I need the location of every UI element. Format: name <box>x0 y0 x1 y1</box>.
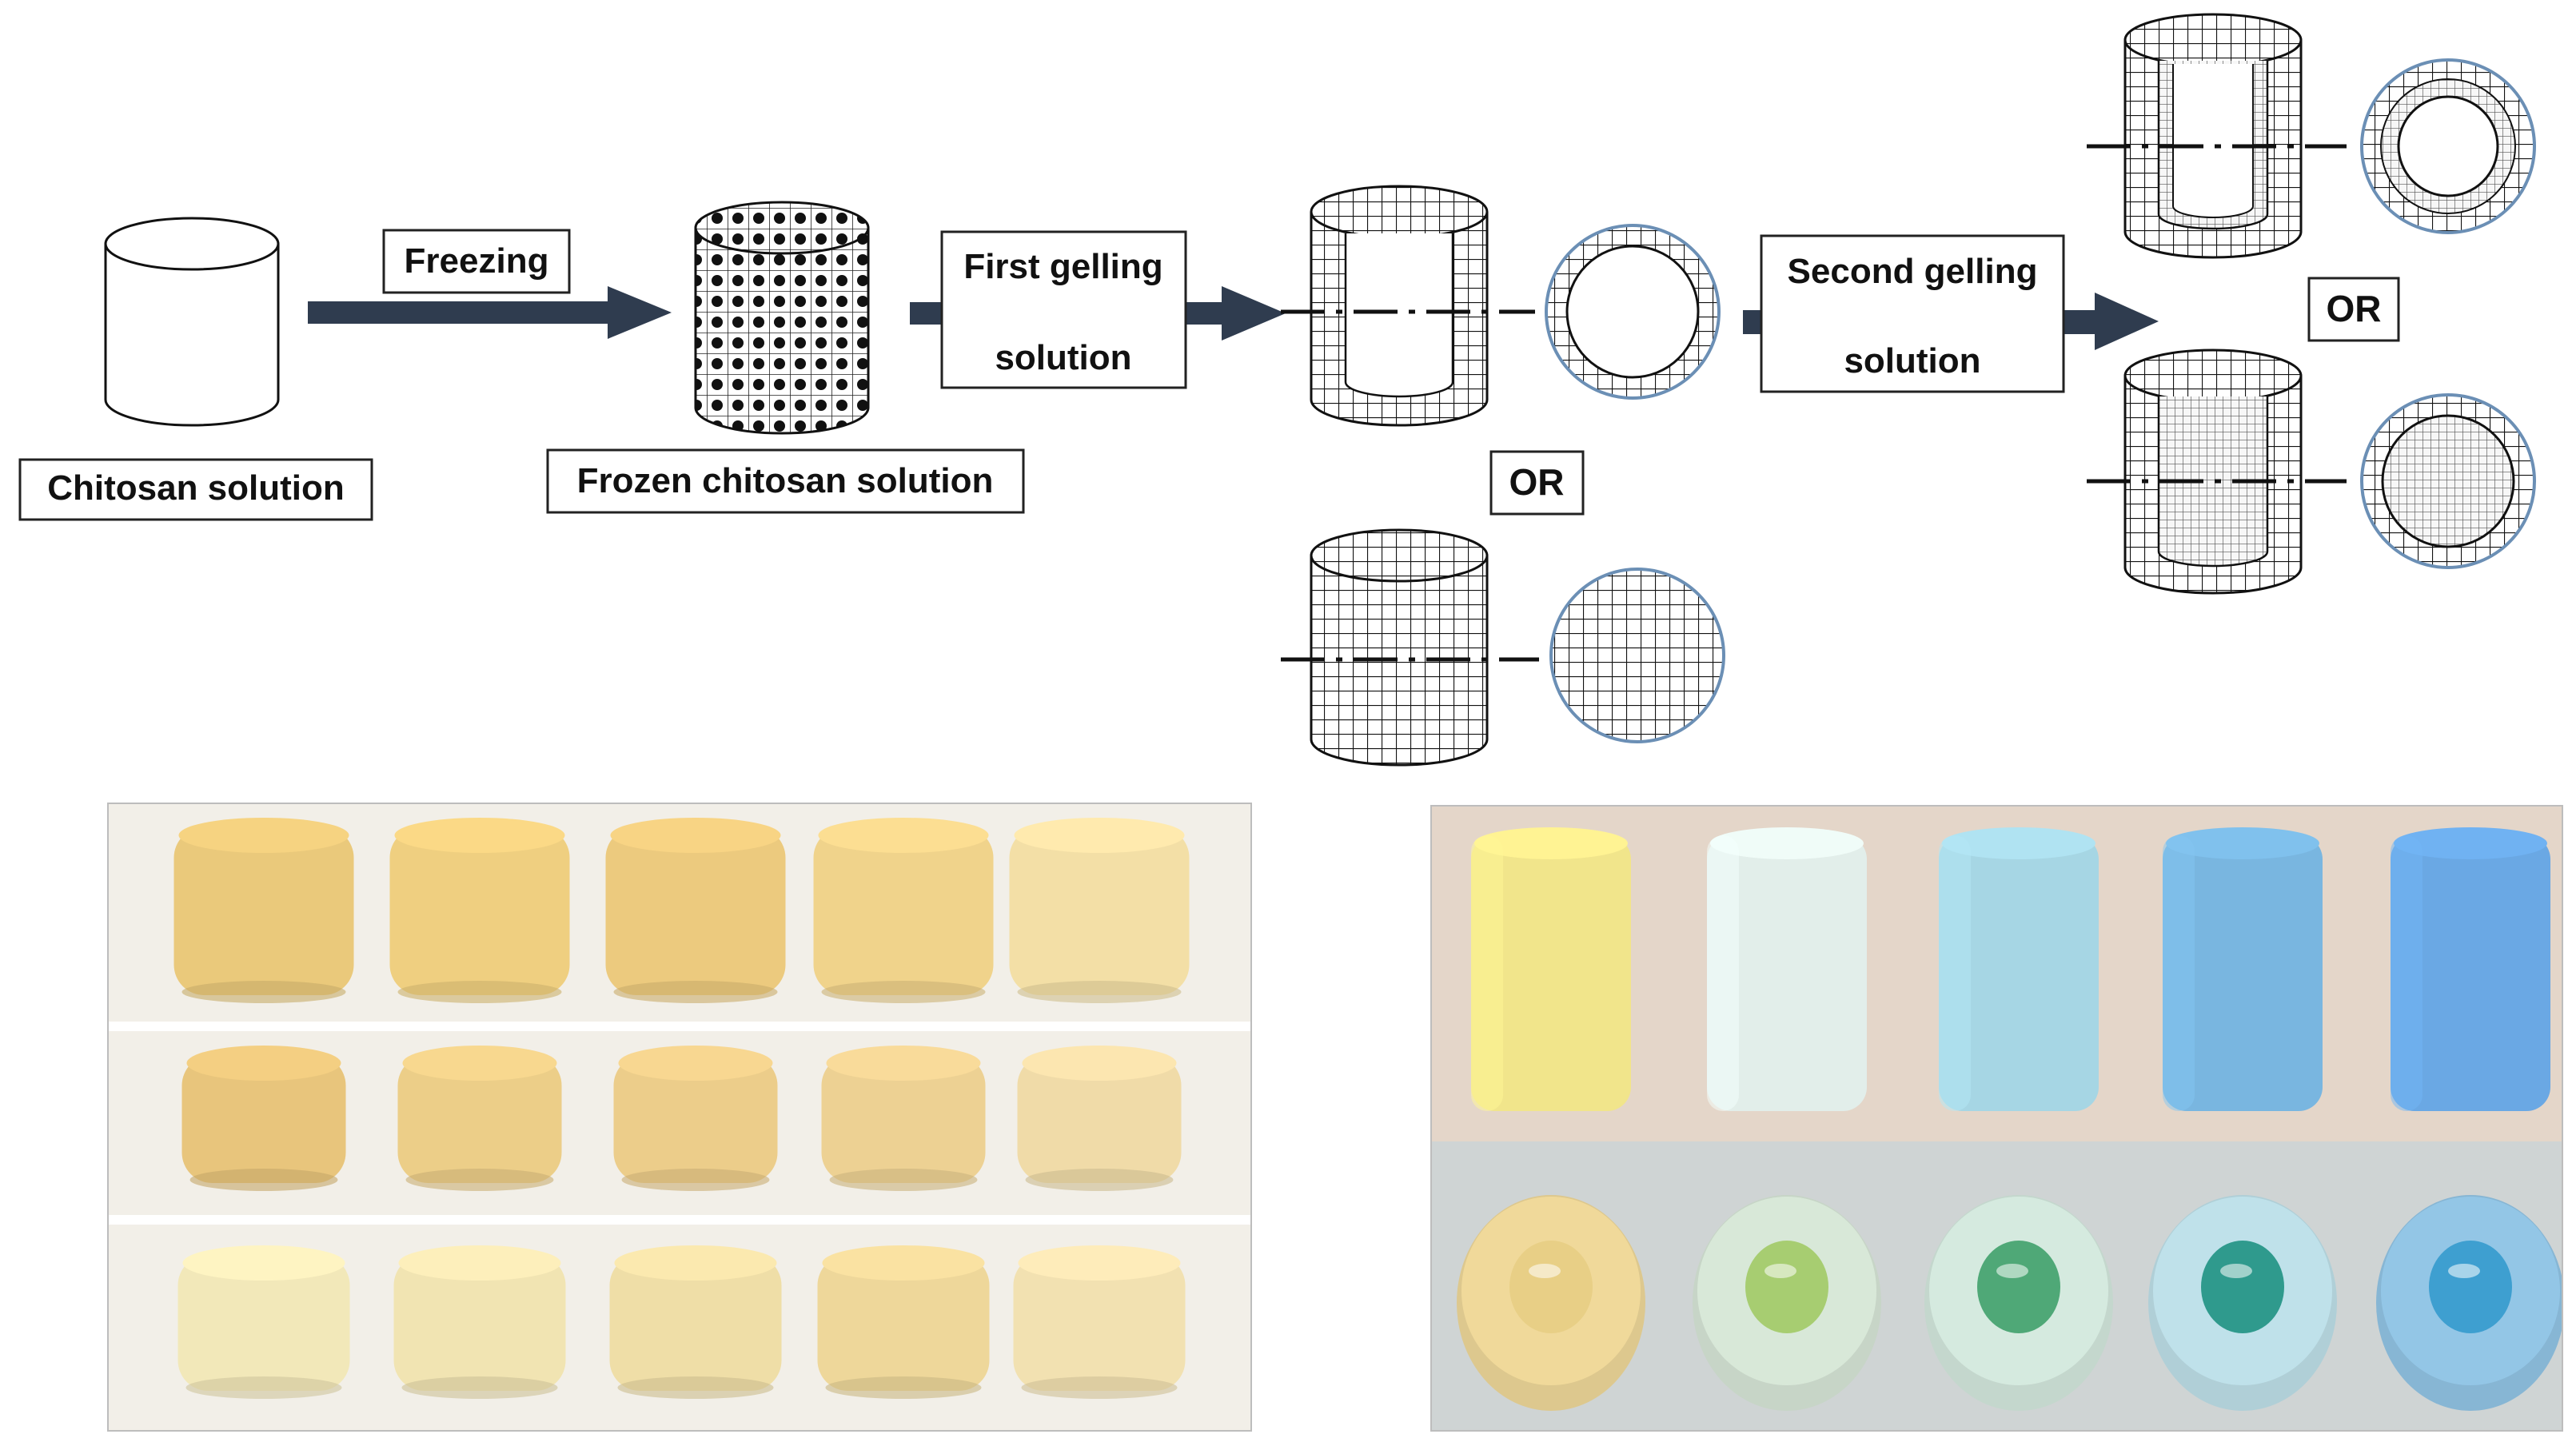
sample-left-row1 <box>173 818 354 1003</box>
second-gelling-label-line2: solution <box>1844 341 1980 380</box>
chitosan-solution-label-box <box>18 458 373 521</box>
photo-panel-right-border <box>1430 805 2563 1432</box>
sample-left-row2 <box>613 1046 778 1191</box>
second-gelling-label-line1: Second gelling <box>1788 252 2038 291</box>
sample-right-cross-section <box>1924 1195 2113 1411</box>
first-gelling-label-line2: solution <box>995 338 1131 377</box>
sample-left-row2 <box>821 1046 986 1191</box>
sample-left-row3 <box>1013 1245 1186 1399</box>
sample-right-cross-section <box>1693 1195 1881 1411</box>
solid-gel-cylinder <box>1281 528 1539 767</box>
or-first-stage-box <box>1489 450 1585 516</box>
chitosan-solution-label: Chitosan solution <box>47 468 345 508</box>
first-gelling-label-line1: First gelling <box>963 247 1162 286</box>
sample-right-cross-section <box>2148 1195 2337 1411</box>
or-second-stage-box <box>2307 277 2400 342</box>
photo-panel-left-border <box>107 803 1252 1432</box>
freezing-label-box <box>382 229 571 294</box>
sample-left-row2 <box>1017 1046 1182 1191</box>
second-gel-filled-cross-section <box>2360 393 2536 569</box>
sample-left-row1 <box>1009 818 1190 1003</box>
sample-left-row3 <box>393 1245 566 1399</box>
or-first-stage-label: OR <box>1509 461 1565 503</box>
photo-row-divider <box>108 1022 1251 1031</box>
sample-left-row3 <box>817 1245 990 1399</box>
sample-left-row3 <box>609 1245 782 1399</box>
hollow-gel-cylinder <box>1281 185 1535 427</box>
sample-right-cylinder <box>2163 827 2323 1111</box>
sample-left-row1 <box>605 818 786 1003</box>
sample-left-row2 <box>181 1046 346 1191</box>
chitosan-solution-cylinder <box>104 217 280 427</box>
sample-right-cylinder <box>2391 827 2550 1111</box>
frozen-chitosan-label: Frozen chitosan solution <box>577 461 994 500</box>
second-gel-hollow-cross-section <box>2360 58 2536 234</box>
photo-row-divider <box>108 1215 1251 1225</box>
second-gelling-label-box <box>1760 234 2065 393</box>
photo-panel-right <box>1431 806 2562 1431</box>
frozen-chitosan-cylinder <box>694 201 870 435</box>
sample-right-cylinder <box>1939 827 2099 1111</box>
freezing-label: Freezing <box>405 241 549 281</box>
sample-left-row2 <box>397 1046 562 1191</box>
sample-right-cylinder <box>1471 827 1631 1111</box>
solid-gel-cross-section <box>1549 568 1725 743</box>
frozen-chitosan-label-box <box>546 448 1025 514</box>
or-second-stage-label: OR <box>2327 288 2382 329</box>
hollow-gel-cross-section <box>1545 224 1721 400</box>
sample-left-row3 <box>177 1245 350 1399</box>
second-gel-hollow-cylinder <box>2087 13 2347 259</box>
sample-right-cross-section <box>1457 1195 1645 1411</box>
second-gel-filled-cylinder <box>2087 349 2347 595</box>
photo-panel-left <box>108 803 1251 1431</box>
sample-left-row1 <box>389 818 570 1003</box>
first-gelling-label-box <box>940 230 1187 389</box>
sample-right-cylinder <box>1707 827 1867 1111</box>
sample-left-row1 <box>813 818 994 1003</box>
freezing-arrow <box>308 286 672 339</box>
sample-right-cross-section <box>2376 1195 2562 1411</box>
